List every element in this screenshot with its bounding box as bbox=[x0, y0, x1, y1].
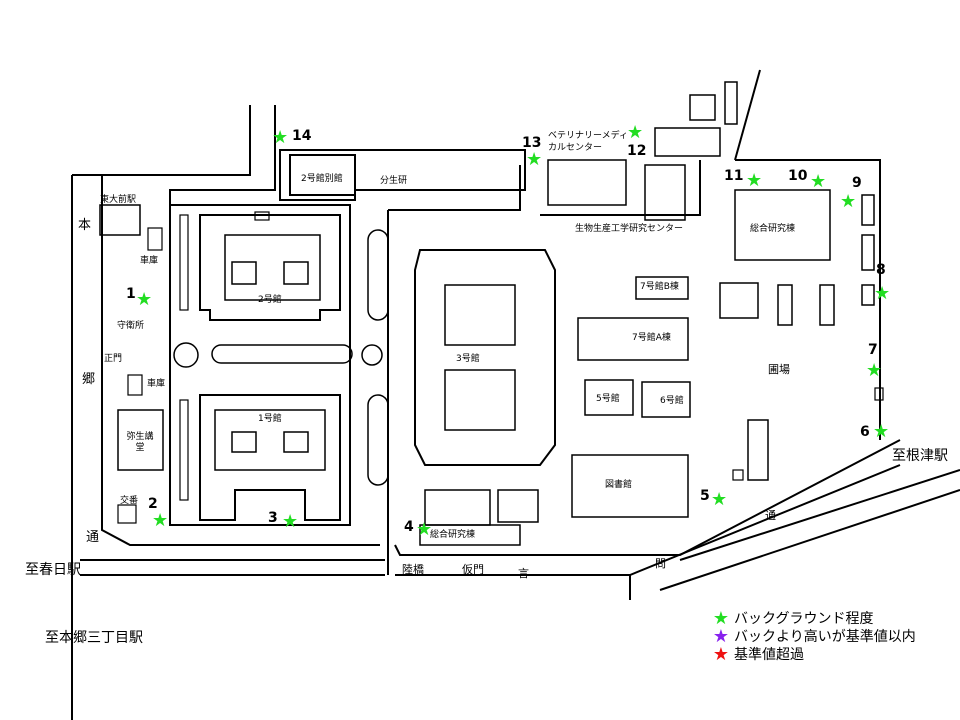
point-7-star-icon: ★ bbox=[866, 360, 883, 381]
guard-post-label: 守衛所 bbox=[117, 321, 145, 331]
building-no7a-label: 7号館A棟 bbox=[632, 333, 671, 343]
yayoi-hall-label: 弥生講堂 bbox=[126, 432, 154, 453]
point-number: 7 bbox=[868, 342, 878, 358]
point-number: 1 bbox=[126, 286, 136, 302]
kototoi-char-2: 通 bbox=[765, 509, 776, 522]
building-no3-label: 3号館 bbox=[456, 354, 480, 364]
purple-star-icon: ★ bbox=[712, 626, 730, 647]
koban-label: 交番 bbox=[120, 496, 139, 506]
green-star-icon: ★ bbox=[712, 608, 730, 629]
kototoi-char-1: 問 bbox=[655, 557, 666, 570]
point-14-star-icon: ★ bbox=[272, 127, 289, 148]
garage-top-label: 車庫 bbox=[140, 256, 159, 266]
point-10-star-icon: ★ bbox=[810, 171, 827, 192]
building-bunseiken-label: 分生研 bbox=[380, 176, 408, 186]
point-number: 12 bbox=[627, 143, 647, 159]
legend-label: 基準値超過 bbox=[734, 647, 804, 663]
veterinary-center-label: ベテリナリーメディカルセンター bbox=[548, 131, 629, 153]
main-gate-label: 正門 bbox=[104, 354, 123, 364]
point-number: 8 bbox=[876, 262, 886, 278]
point-number: 11 bbox=[724, 168, 744, 184]
point-9-star-icon: ★ bbox=[840, 191, 857, 212]
library-label: 図書館 bbox=[605, 480, 633, 490]
point-number: 10 bbox=[788, 168, 808, 184]
hongo-dori-char-2: 郷 bbox=[82, 372, 96, 387]
legend-label: バックグラウンド程度 bbox=[734, 611, 874, 627]
point-6-star-icon: ★ bbox=[873, 421, 890, 442]
to-nezu-station: 至根津駅 bbox=[892, 448, 948, 464]
building-no5-label: 5号館 bbox=[596, 394, 620, 404]
point-number: 4 bbox=[404, 519, 414, 535]
point-number: 14 bbox=[292, 128, 312, 144]
point-1-star-icon: ★ bbox=[136, 289, 153, 310]
gate-area-2: 仮門 bbox=[462, 563, 484, 576]
sogo-kenkyu-right-label: 総合研究棟 bbox=[750, 224, 796, 234]
point-2-star-icon: ★ bbox=[152, 510, 169, 531]
point-13-star-icon: ★ bbox=[526, 149, 543, 170]
legend: ★ バックグラウンド程度 ★ バックより高いが基準値以内 ★ 基準値超過 bbox=[708, 610, 916, 664]
point-number: 5 bbox=[700, 488, 710, 504]
to-hongo-sanchome-station: 至本郷三丁目駅 bbox=[45, 630, 143, 646]
point-8-star-icon: ★ bbox=[874, 283, 891, 304]
building-no2-annex-label: 2号館別館 bbox=[301, 174, 343, 184]
legend-item-exceeds-limit: ★ 基準値超過 bbox=[708, 646, 916, 664]
point-5-star-icon: ★ bbox=[711, 489, 728, 510]
gate-area-1: 陸橋 bbox=[402, 563, 424, 576]
point-number: 2 bbox=[148, 496, 158, 512]
garage-bottom-label: 車庫 bbox=[147, 379, 166, 389]
hongo-dori-char-3: 通 bbox=[86, 530, 100, 545]
sogo-kenkyu-bottom-label: 総合研究棟 bbox=[430, 530, 476, 540]
point-number: 9 bbox=[852, 175, 862, 191]
legend-label: バックより高いが基準値以内 bbox=[734, 629, 916, 645]
point-3-star-icon: ★ bbox=[282, 511, 299, 532]
point-number: 3 bbox=[268, 510, 278, 526]
red-star-icon: ★ bbox=[712, 644, 730, 665]
todai-mae-station-label: 東大前駅 bbox=[100, 195, 137, 205]
point-12-star-icon: ★ bbox=[627, 122, 644, 143]
hongo-dori-char-1: 本 bbox=[78, 218, 92, 233]
farm-label: 圃場 bbox=[768, 363, 790, 376]
point-number: 13 bbox=[522, 135, 542, 151]
point-11-star-icon: ★ bbox=[746, 170, 763, 191]
point-4-star-icon: ★ bbox=[416, 519, 433, 540]
gate-area-3: 言 bbox=[518, 567, 529, 580]
building-no1-label: 1号館 bbox=[258, 414, 282, 424]
legend-item-background: ★ バックグラウンド程度 bbox=[708, 610, 916, 628]
building-no7b-label: 7号館B棟 bbox=[640, 282, 679, 292]
building-no6-label: 6号館 bbox=[660, 396, 684, 406]
point-number: 6 bbox=[860, 424, 870, 440]
to-kasuga-station: 至春日駅 bbox=[25, 562, 81, 578]
building-no2-label: 2号館 bbox=[258, 295, 282, 305]
bioproduction-center-label: 生物生産工学研究センター bbox=[575, 224, 684, 234]
legend-item-above-background: ★ バックより高いが基準値以内 bbox=[708, 628, 916, 646]
